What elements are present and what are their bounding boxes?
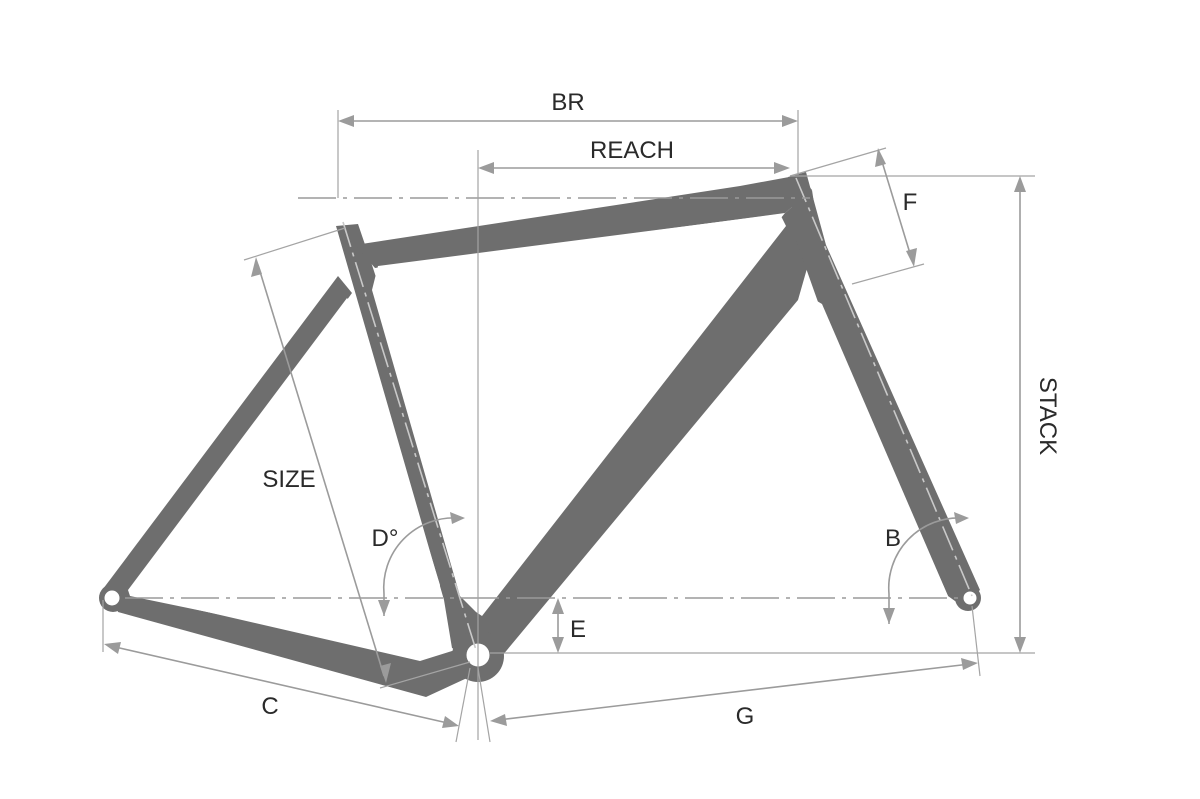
label-reach: REACH: [590, 137, 674, 164]
c-dimension: [110, 645, 453, 725]
label-b: B: [885, 525, 901, 552]
front-axle: [960, 588, 980, 608]
main-triangle-cutout: [372, 214, 786, 616]
extension-lines: [102, 110, 1035, 743]
label-stack: STACK: [1034, 377, 1061, 455]
dimension-labels: BR REACH F STACK SIZE D° E B C G: [261, 89, 1061, 730]
label-g: G: [736, 703, 755, 730]
d-angle-arc: [382, 517, 459, 616]
fork-gap-cutout: [800, 298, 948, 600]
reference-lines: [125, 197, 958, 599]
g-dimension: [497, 663, 971, 721]
label-e: E: [570, 616, 586, 643]
label-size: SIZE: [262, 466, 315, 493]
dimension-arrows: [104, 115, 1026, 728]
bike-frame: [99, 172, 981, 697]
f-dimension: [879, 154, 913, 261]
seat-tube-axis: [342, 221, 477, 651]
label-br: BR: [551, 89, 584, 116]
seat-stay: [103, 276, 352, 604]
label-f: F: [903, 189, 918, 216]
down-tube: [460, 190, 818, 656]
rear-axle: [101, 587, 123, 609]
tube-center-lines: [342, 177, 973, 651]
b-angle-arc: [887, 517, 963, 624]
steering-axis: [795, 177, 973, 597]
label-d: D°: [372, 525, 399, 552]
size-dimension: [257, 264, 385, 677]
rear-triangle-cutout: [128, 298, 440, 656]
label-c: C: [261, 693, 278, 720]
